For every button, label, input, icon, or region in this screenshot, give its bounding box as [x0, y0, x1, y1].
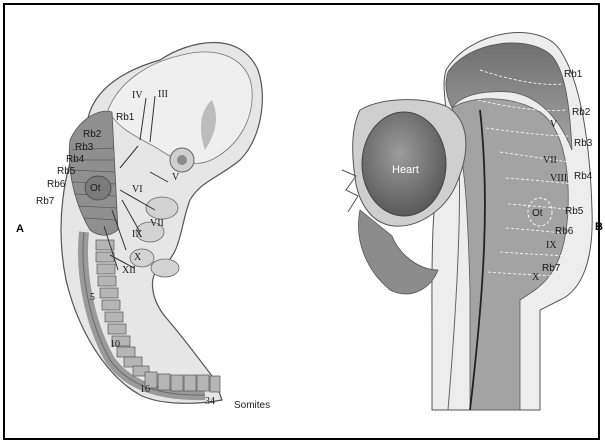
- heart-label: Heart: [392, 164, 419, 176]
- rb5-label-a: Rb5: [57, 166, 76, 177]
- nerve-vii-label-b: VII: [543, 155, 557, 166]
- panel-b-embryo: [342, 33, 592, 410]
- rb7-label-a: Rb7: [36, 196, 55, 207]
- rb1-label-a: Rb1: [116, 112, 135, 123]
- somite-10-label: 10: [110, 339, 120, 350]
- nerve-iii-label: III: [158, 89, 168, 100]
- rb3-label-b: Rb3: [574, 138, 593, 149]
- nerve-vii-label-a: VII: [150, 218, 164, 229]
- nerve-vi-label-a: VI: [132, 184, 143, 195]
- rb4-label-b: Rb4: [574, 171, 593, 182]
- rb3-label-a: Rb3: [75, 142, 94, 153]
- nerve-v-label-b: V: [550, 119, 558, 130]
- rb2-label-a: Rb2: [83, 129, 102, 140]
- nerve-ix-label-b: IX: [546, 240, 557, 251]
- panel-a-letter: A: [16, 223, 24, 235]
- nerve-x-label-b: X: [532, 272, 540, 283]
- somites-label: Somites: [234, 400, 270, 411]
- rb2-label-b: Rb2: [572, 107, 591, 118]
- somite-16-label: 16: [140, 384, 150, 395]
- nerve-iv-label: IV: [132, 90, 143, 101]
- nerve-xii-label-a: XII: [122, 265, 136, 276]
- rb5-label-b: Rb5: [565, 206, 584, 217]
- rb4-label-a: Rb4: [66, 154, 85, 165]
- rb6-label-b: Rb6: [555, 226, 574, 237]
- panel-b-letter: B: [595, 221, 603, 233]
- nerve-x-label-a: X: [134, 252, 142, 263]
- eye-icon: [170, 148, 194, 172]
- rb1-label-b: Rb1: [564, 69, 583, 80]
- rb6-label-a: Rb6: [47, 179, 66, 190]
- otic-label-a: Ot: [90, 183, 101, 194]
- nerve-viii-label-b: VIII: [550, 173, 567, 184]
- nerve-v-label-a: V: [172, 172, 180, 183]
- somite-5-label: 5: [90, 292, 95, 303]
- otic-label-b: Ot: [532, 208, 543, 219]
- rb7-label-b: Rb7: [542, 263, 561, 274]
- nerve-ix-label-a: IX: [132, 229, 143, 240]
- somite-34-label: 34: [205, 396, 215, 407]
